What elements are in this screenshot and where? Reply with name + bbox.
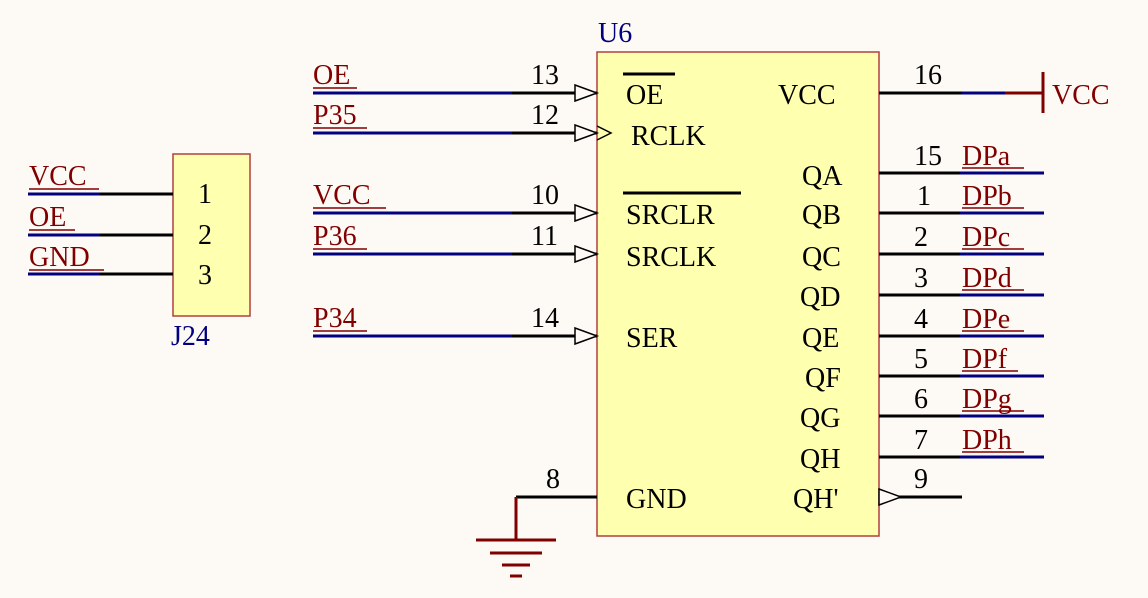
pin-number: 10 [531, 180, 559, 211]
pin-name: SER [626, 323, 678, 354]
pin-name: RCLK [631, 121, 706, 152]
net-label-dpc[interactable]: DPc [962, 222, 1010, 253]
j24-net-label[interactable]: GND [29, 242, 90, 273]
vcc-power-symbol-icon[interactable]: VCC [1005, 72, 1110, 113]
net-label-p36[interactable]: P36 [313, 221, 357, 252]
u6-body [596, 51, 880, 537]
net-label-dpd[interactable]: DPd [962, 263, 1012, 294]
j24-pin-number: 1 [198, 179, 212, 210]
pin-name: GND [626, 484, 687, 515]
pin-number: 11 [531, 221, 558, 252]
pin-name: QH [800, 444, 840, 475]
input-arrow-icon [574, 83, 600, 103]
pin-name: QG [800, 403, 840, 434]
u6-pin-qe[interactable]: 4 DPe QE [802, 304, 1044, 354]
u6-designator: U6 [598, 18, 632, 49]
pin-name: QD [800, 282, 840, 313]
pin-number: 9 [914, 464, 928, 495]
pin-number: 5 [914, 344, 928, 375]
pin-name: QC [802, 242, 841, 273]
j24-net-label[interactable]: VCC [29, 161, 87, 192]
u6-pin-oe[interactable]: OE 13 OE [313, 60, 675, 111]
u6-pin-qh-prime[interactable]: 9 QH' [793, 464, 962, 515]
net-label-oe[interactable]: OE [313, 60, 350, 91]
vcc-power-label: VCC [1052, 80, 1110, 111]
j24-connector[interactable]: 1 2 3 VCC OE GND J24 [28, 153, 251, 352]
clock-indicator-icon [596, 125, 613, 141]
pin-name: SRCLR [626, 200, 715, 231]
pin-number: 7 [914, 425, 928, 456]
pin-name: QF [805, 363, 841, 394]
pin-number: 15 [914, 141, 942, 172]
net-label-dpf[interactable]: DPf [962, 344, 1008, 375]
pin-number: 16 [914, 60, 942, 91]
net-label-dpa[interactable]: DPa [962, 141, 1011, 172]
pin-name: QA [802, 161, 843, 192]
pin-name: VCC [778, 80, 836, 111]
u6-pin-rclk[interactable]: P35 12 RCLK [313, 100, 706, 152]
net-label-p35[interactable]: P35 [313, 100, 357, 131]
j24-pin-number: 2 [198, 220, 212, 251]
pin-number: 4 [914, 304, 928, 335]
u6-pin-vcc[interactable]: 16 VCC [778, 60, 1043, 111]
u6-pin-qa[interactable]: 15 DPa QA [802, 141, 1044, 192]
input-arrow-icon [574, 326, 600, 346]
j24-designator: J24 [171, 321, 210, 352]
net-label-dpe[interactable]: DPe [962, 304, 1010, 335]
u6-pin-srclk[interactable]: P36 11 SRCLK [313, 221, 716, 273]
pin-number: 1 [917, 181, 931, 212]
pin-number: 3 [914, 263, 928, 294]
u6-pin-qh[interactable]: 7 DPh QH [800, 425, 1044, 475]
input-arrow-icon [574, 203, 600, 223]
pin-number: 8 [546, 464, 560, 495]
pin-number: 13 [531, 60, 559, 91]
u6-pin-qg[interactable]: 6 DPg QG [800, 384, 1044, 434]
pin-name: QH' [793, 484, 839, 515]
pin-number: 6 [914, 384, 928, 415]
net-label-p34[interactable]: P34 [313, 303, 357, 334]
u6-pin-qb[interactable]: 1 DPb QB [802, 181, 1044, 231]
net-label-dph[interactable]: DPh [962, 425, 1012, 456]
j24-pin-number: 3 [198, 260, 212, 291]
net-label-dpg[interactable]: DPg [962, 384, 1012, 415]
u6-component[interactable]: U6 [596, 18, 880, 537]
u6-pin-qd[interactable]: 3 DPd QD [800, 263, 1044, 313]
net-label-dpb[interactable]: DPb [962, 181, 1012, 212]
input-arrow-icon [574, 244, 600, 264]
u6-pin-qc[interactable]: 2 DPc QC [802, 222, 1044, 273]
pin-name: OE [626, 80, 663, 111]
pin-number: 12 [531, 100, 559, 131]
input-arrow-icon [574, 123, 600, 143]
u6-pin-qf[interactable]: 5 DPf QF [805, 344, 1044, 394]
pin-name: SRCLK [626, 242, 716, 273]
output-arrow-icon [878, 487, 904, 507]
j24-net-label[interactable]: OE [29, 202, 66, 233]
ground-symbol-icon[interactable] [476, 497, 556, 578]
pin-name: QE [802, 323, 839, 354]
pin-name: QB [802, 200, 841, 231]
net-label-vcc[interactable]: VCC [313, 180, 371, 211]
j24-body [172, 153, 251, 317]
u6-pin-ser[interactable]: P34 14 SER [313, 303, 678, 354]
u6-pin-srclr[interactable]: VCC 10 SRCLR [313, 180, 741, 231]
u6-pin-gnd[interactable]: 8 GND [516, 464, 687, 515]
pin-number: 2 [914, 222, 928, 253]
pin-number: 14 [531, 303, 559, 334]
